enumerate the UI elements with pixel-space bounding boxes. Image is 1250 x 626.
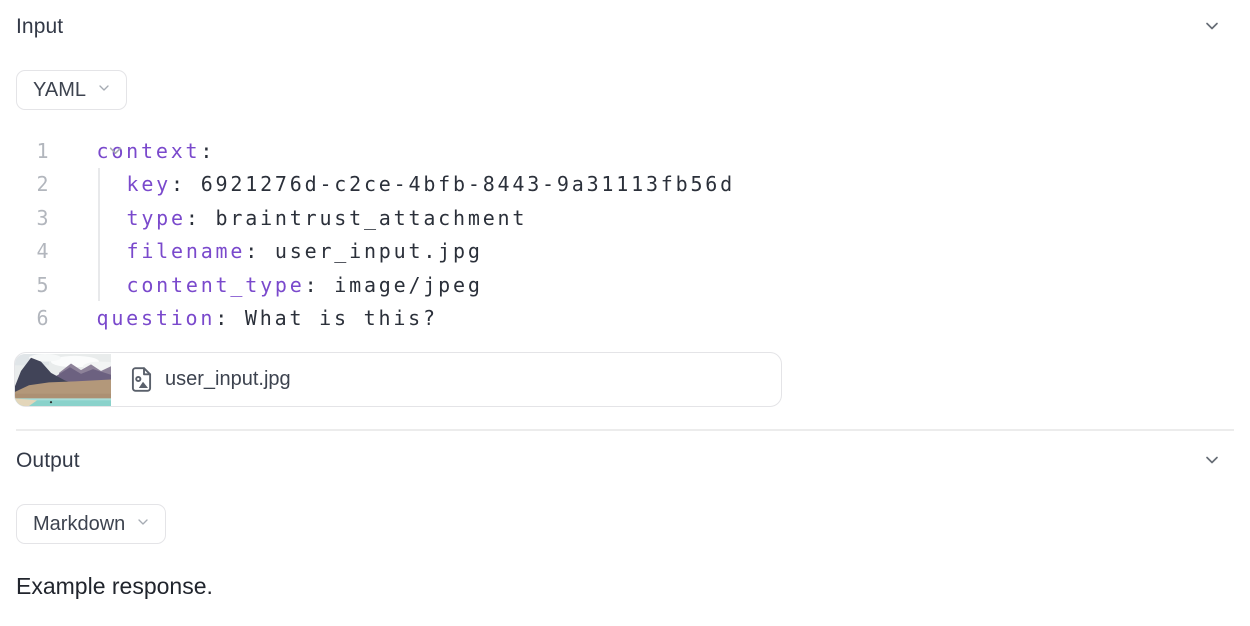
code-line: 3 type: braintrust_attachment [0, 201, 1250, 235]
yaml-value: : 6921276d-c2ce-4bfb-8443-9a31113fb56d [171, 172, 735, 197]
yaml-value: : What is this? [215, 306, 438, 331]
code-line: 2 key: 6921276d-c2ce-4bfb-8443-9a31113fb… [0, 168, 1250, 202]
chevron-down-icon [96, 79, 112, 102]
code-line: 1 context: [0, 134, 1250, 168]
code-line: 6 question: What is this? [0, 302, 1250, 336]
yaml-value: : [200, 138, 216, 163]
input-section-title: Input [16, 15, 64, 38]
fold-gutter [49, 115, 122, 187]
code-line: 5 content_type: image/jpeg [0, 268, 1250, 302]
output-section-header: Output [16, 448, 1224, 474]
input-section: Input YAML 1 [0, 14, 1250, 407]
line-number: 4 [36, 239, 49, 264]
input-format-select[interactable]: YAML [16, 70, 127, 110]
output-format-value: Markdown [33, 512, 126, 535]
line-number: 1 [36, 138, 49, 163]
attachment-filename: user_input.jpg [165, 368, 291, 390]
yaml-value: : user_input.jpg [245, 239, 483, 264]
yaml-key: type [126, 205, 186, 230]
yaml-value: : braintrust_attachment [185, 205, 528, 230]
yaml-key: filename [126, 239, 246, 264]
line-number: 5 [36, 272, 49, 297]
yaml-code-editor[interactable]: 1 context: 2 key: 6921276d-c2ce-4bfb-844… [0, 134, 1250, 335]
output-section-title: Output [16, 449, 80, 472]
file-image-icon [131, 367, 152, 392]
yaml-key: key [126, 172, 172, 197]
input-format-value: YAML [33, 78, 86, 101]
chevron-down-icon [58, 128, 123, 173]
line-number: 3 [36, 205, 49, 230]
attachment-chip[interactable]: user_input.jpg [14, 352, 782, 407]
output-collapse-button[interactable] [1200, 448, 1224, 475]
line-number: 6 [36, 306, 49, 331]
chevron-down-icon [1202, 16, 1222, 39]
yaml-key: question [96, 306, 216, 331]
section-divider [16, 429, 1234, 431]
attachment-thumbnail[interactable] [15, 353, 111, 406]
indent-guide [98, 168, 100, 301]
code-line: 4 filename: user_input.jpg [0, 235, 1250, 269]
output-section: Output Markdown Example response. [0, 448, 1250, 600]
chevron-down-icon [135, 513, 151, 536]
yaml-value: : image/jpeg [304, 272, 483, 297]
input-collapse-button[interactable] [1200, 14, 1224, 41]
output-response-text: Example response. [16, 573, 213, 599]
input-section-header: Input [16, 14, 1224, 40]
code-fold-button[interactable] [58, 128, 123, 173]
chevron-down-icon [1202, 450, 1222, 473]
output-format-select[interactable]: Markdown [16, 504, 167, 544]
yaml-key: content_type [126, 272, 305, 297]
line-number: 2 [36, 172, 49, 197]
